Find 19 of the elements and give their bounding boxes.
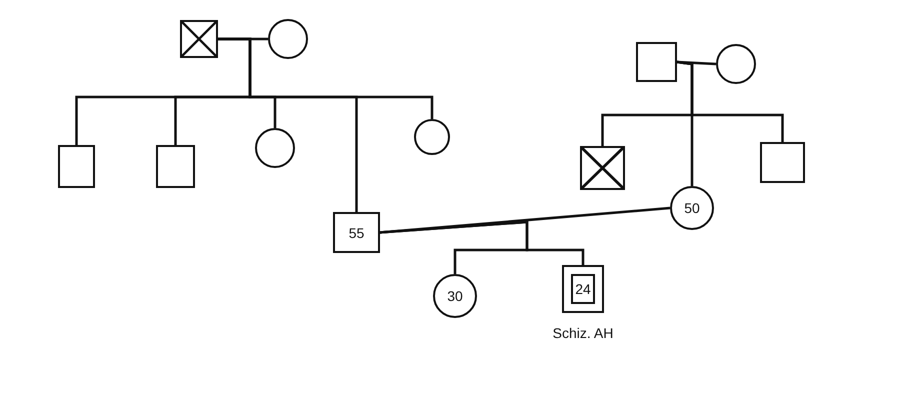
female-circle	[433, 274, 477, 318]
female-circle	[255, 128, 295, 168]
pedigree-line	[676, 60, 784, 142]
pedigree-line	[218, 38, 434, 119]
female-circle	[670, 186, 714, 230]
male-square	[333, 212, 380, 253]
age-label: 30	[447, 288, 463, 304]
diagnosis-note: Schiz. AH	[552, 325, 614, 341]
male-square	[636, 42, 677, 82]
pedigree-line	[380, 220, 584, 265]
male-square	[156, 145, 195, 188]
female-circle	[268, 19, 308, 59]
age-label: 50	[684, 200, 700, 216]
male-square	[58, 145, 95, 188]
age-label: 24	[575, 281, 591, 297]
female-circle	[414, 119, 450, 155]
male-square	[760, 142, 805, 183]
age-label: 55	[348, 224, 364, 240]
female-circle	[716, 44, 756, 84]
